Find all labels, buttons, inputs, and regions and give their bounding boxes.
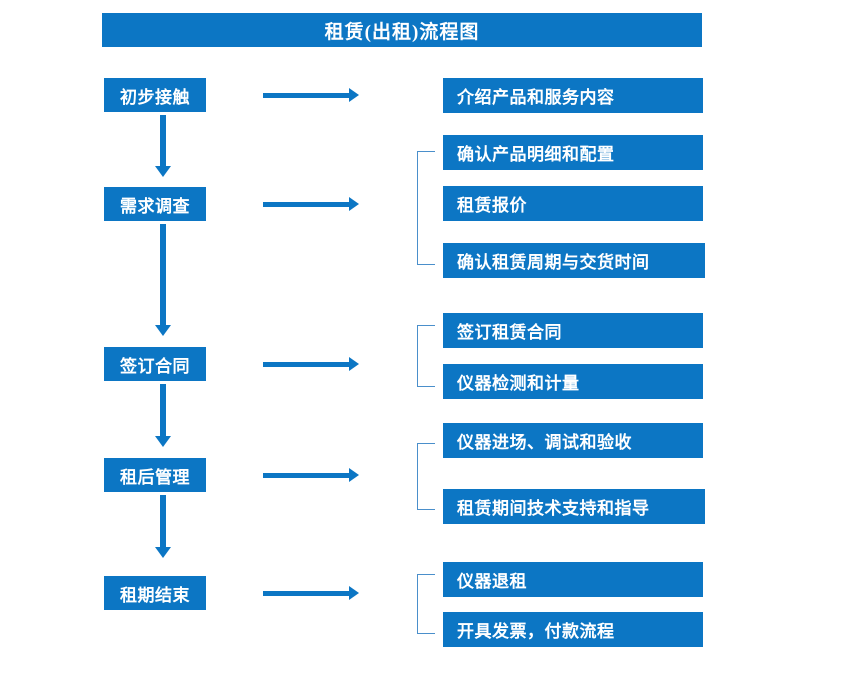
diagram-title: 租赁(出租)流程图 [102,13,702,47]
arrow-shaft [263,362,349,367]
detail-box-4-1[interactable]: 仪器进场、调试和验收 [443,423,703,458]
arrow-head [349,88,359,102]
arrow-right-icon-5 [263,586,359,600]
arrow-shaft [160,115,166,166]
detail-box-5-1[interactable]: 仪器退租 [443,562,703,597]
arrow-head [349,586,359,600]
arrow-shaft [263,473,349,478]
detail-box-5-2[interactable]: 开具发票，付款流程 [443,612,703,647]
bracket-connector-icon-5 [417,574,435,634]
detail-box-3-2[interactable]: 仪器检测和计量 [443,364,703,399]
stage-box-4[interactable]: 租后管理 [104,458,206,492]
stage-box-5[interactable]: 租期结束 [104,576,206,610]
stage-box-3[interactable]: 签订合同 [104,347,206,381]
arrow-shaft [160,495,166,547]
arrow-head [155,436,171,447]
arrow-head [155,166,171,177]
arrow-shaft [263,93,349,98]
arrow-shaft [160,224,166,325]
detail-box-1-1[interactable]: 介绍产品和服务内容 [443,78,703,113]
arrow-head [349,197,359,211]
arrow-head [155,547,171,558]
stage-box-1[interactable]: 初步接触 [104,78,206,112]
arrow-shaft [263,591,349,596]
bracket-connector-icon-3 [417,325,435,387]
arrow-head [349,357,359,371]
arrow-shaft [263,202,349,207]
detail-box-2-2[interactable]: 租赁报价 [443,186,703,221]
arrow-down-icon-1 [155,115,171,177]
stage-box-2[interactable]: 需求调查 [104,187,206,221]
detail-box-4-2[interactable]: 租赁期间技术支持和指导 [443,489,705,524]
detail-box-2-3[interactable]: 确认租赁周期与交货时间 [443,243,705,278]
arrow-head [349,468,359,482]
arrow-shaft [160,384,166,436]
detail-box-3-1[interactable]: 签订租赁合同 [443,313,703,348]
bracket-connector-icon-2 [417,151,435,265]
arrow-down-icon-3 [155,384,171,447]
arrow-down-icon-4 [155,495,171,558]
bracket-connector-icon-4 [417,443,435,510]
arrow-right-icon-4 [263,468,359,482]
arrow-head [155,325,171,336]
detail-box-2-1[interactable]: 确认产品明细和配置 [443,135,703,170]
arrow-right-icon-1 [263,88,359,102]
arrow-right-icon-3 [263,357,359,371]
arrow-right-icon-2 [263,197,359,211]
arrow-down-icon-2 [155,224,171,336]
